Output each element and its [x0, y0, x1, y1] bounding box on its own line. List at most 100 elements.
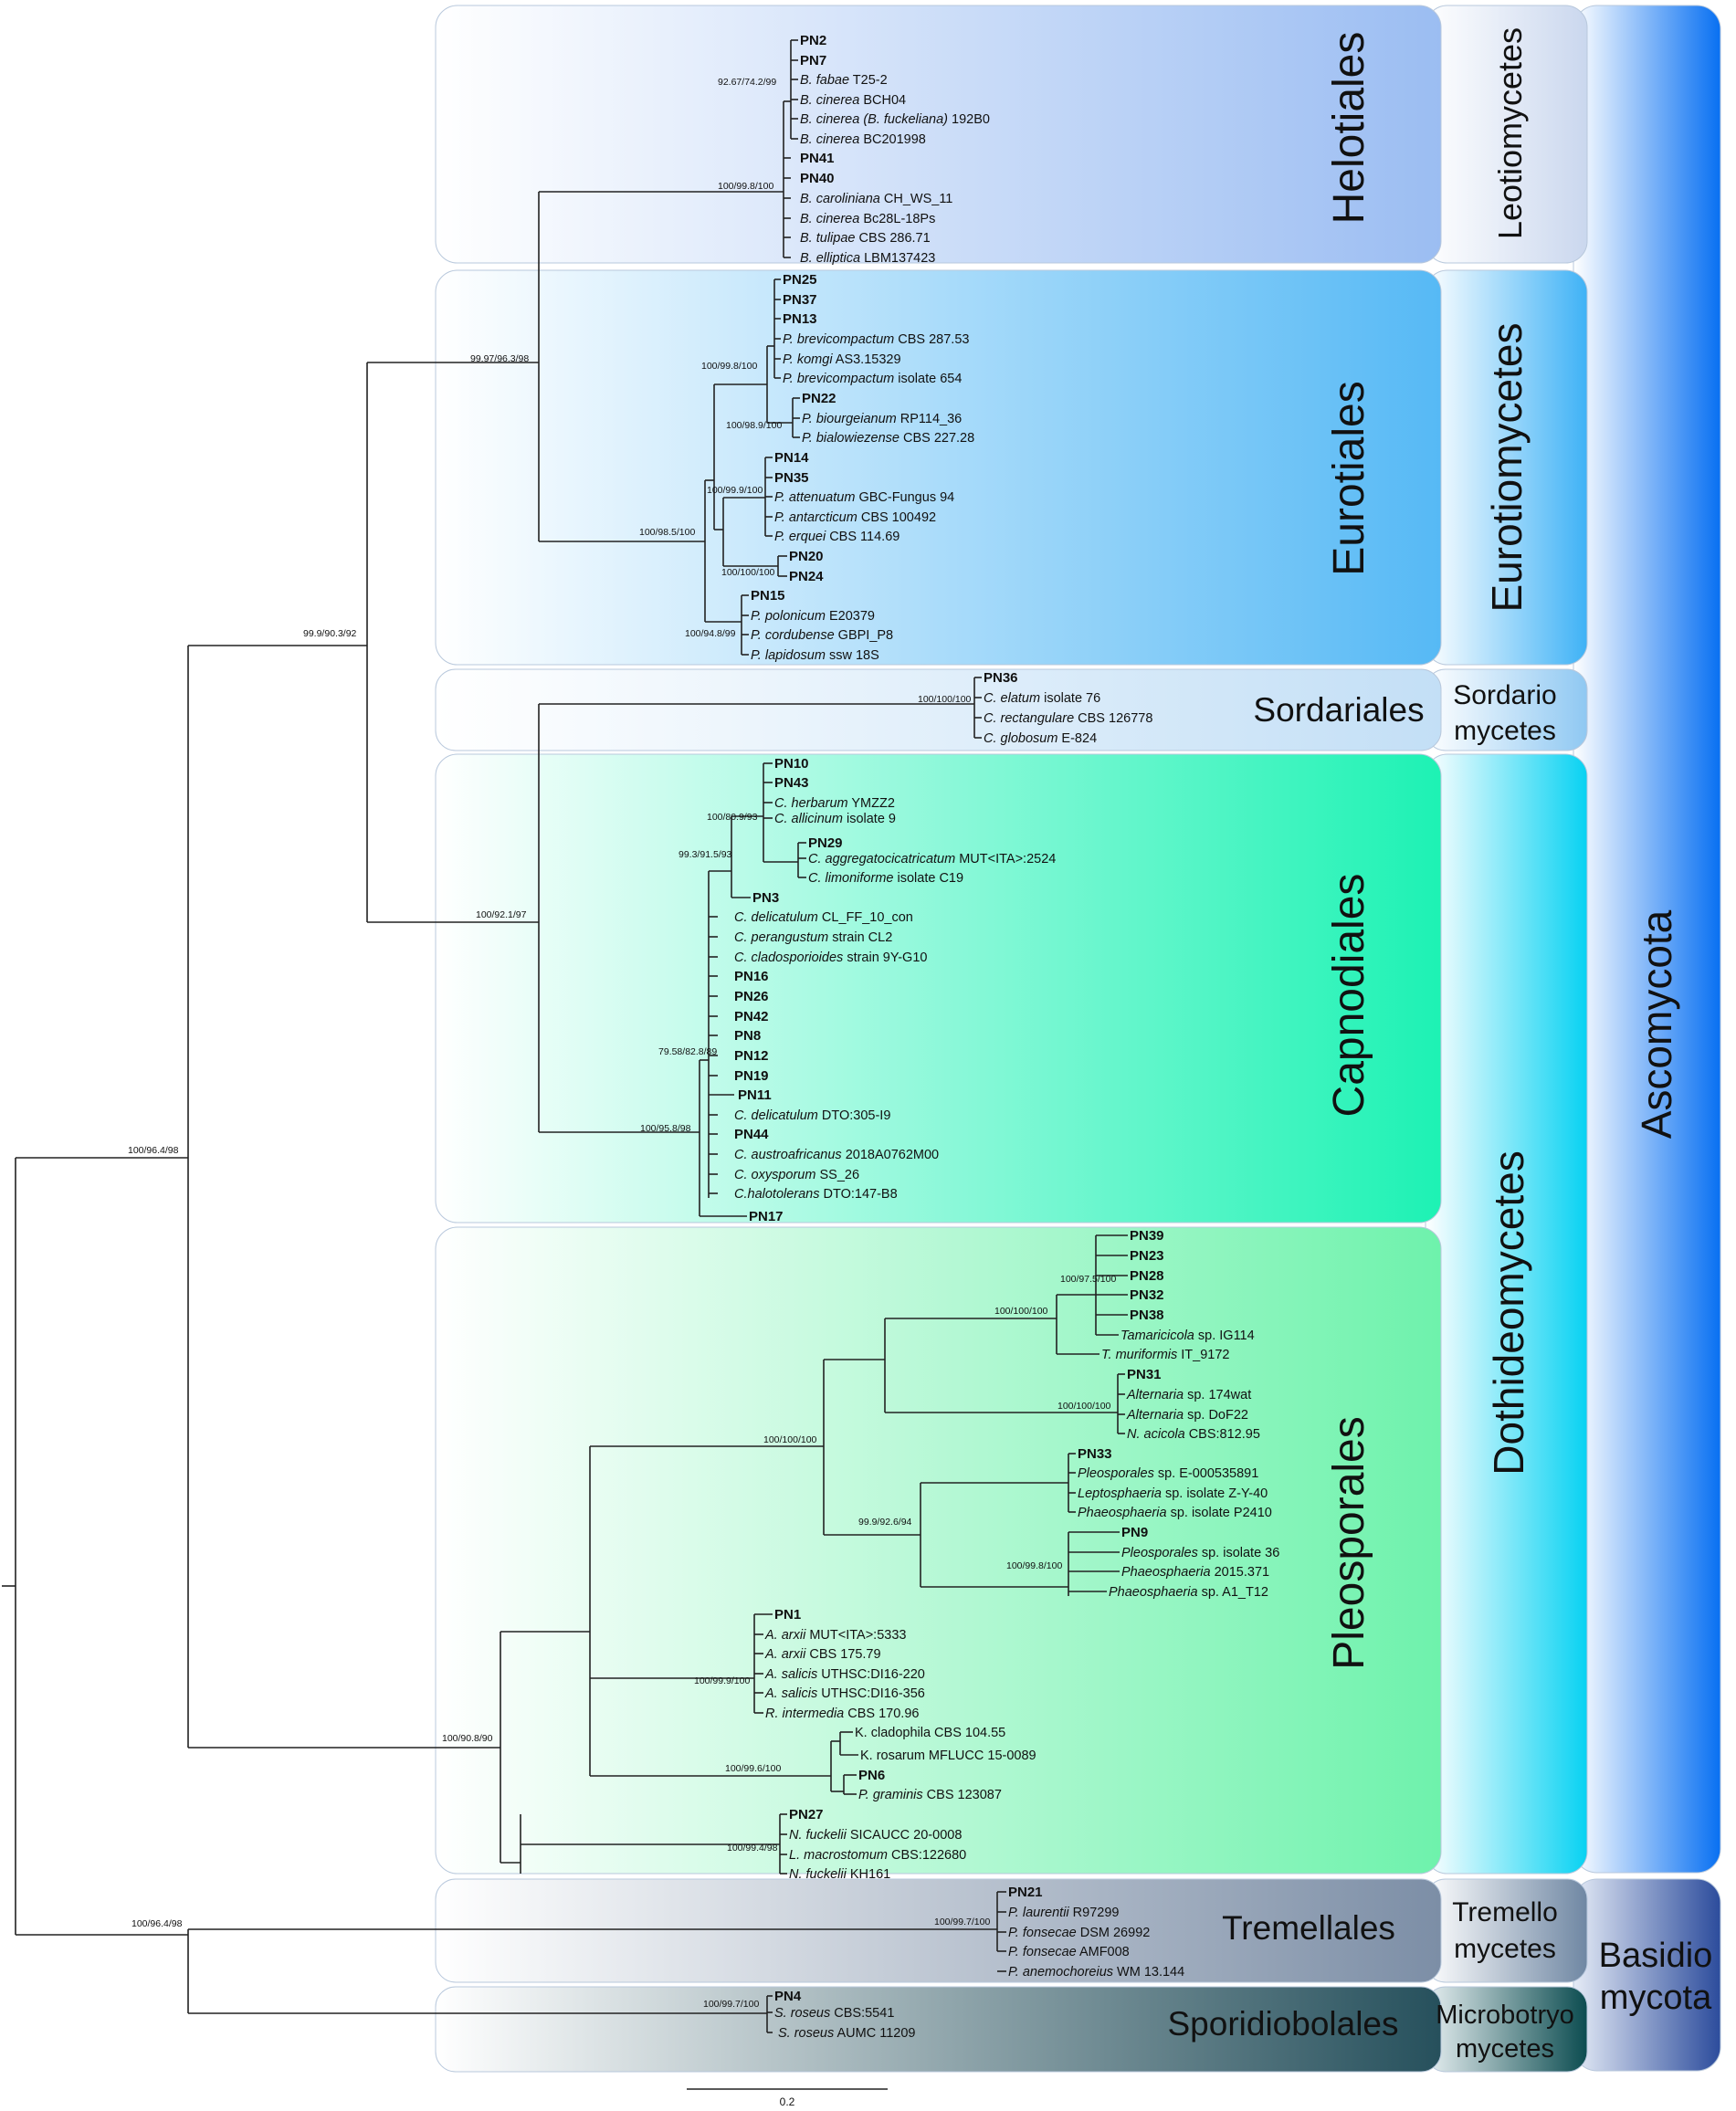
leaf-label: Phaeosphaeria 2015.371: [1121, 1565, 1269, 1580]
leaf-label: PN33: [1078, 1446, 1112, 1462]
leaf-label: PN25: [783, 272, 817, 288]
leaf-label: Phaeosphaeria sp. isolate P2410: [1078, 1506, 1272, 1520]
leaf-label: PN39: [1130, 1228, 1164, 1244]
leaf-label: C. rectangulare CBS 126778: [984, 711, 1152, 726]
support-value: 100/99.8/100: [718, 181, 773, 192]
scale-bar-label: 0.2: [780, 2095, 795, 2108]
leaf-label: PN2: [800, 33, 826, 48]
leaf-label: N. fuckelii SICAUCC 20-0008: [789, 1828, 962, 1843]
leaf-label: C. austroafricanus 2018A0762M00: [734, 1148, 939, 1162]
leaf-label: PN20: [789, 549, 824, 564]
support-value: 99.9/90.3/92: [303, 628, 357, 639]
leaf-label: B. cinerea (B. fuckeliana) 192B0: [800, 112, 990, 127]
panel-order-sporidiobolales: [435, 1986, 1442, 2073]
leaf-label: PN11: [738, 1087, 772, 1103]
support-value: 100/98.9/100: [726, 420, 782, 431]
class-label-eurotiomycetes: Eurotiomycetes: [1483, 322, 1531, 612]
support-value: 100/98.5/100: [639, 527, 695, 538]
leaf-label: A. arxii MUT<ITA>:5333: [764, 1628, 906, 1643]
leaf-label: P. lapidosum ssw 18S: [751, 648, 879, 663]
leaf-label: A. arxii CBS 175.79: [764, 1647, 881, 1662]
support-value: 79.58/82.8/89: [658, 1046, 717, 1057]
leaf-label: P. graminis CBS 123087: [858, 1788, 1002, 1802]
leaf-label: P. polonicum E20379: [751, 609, 875, 624]
order-label-sordariales: Sordariales: [1253, 691, 1424, 729]
support-value: 100/99.7/100: [703, 1999, 759, 2010]
leaf-label: B. cinerea BC201998: [800, 132, 926, 147]
leaf-label: PN10: [774, 756, 809, 772]
panel-order-tremellales: [435, 1878, 1442, 1983]
leaf-label: T. muriformis IT_9172: [1101, 1348, 1230, 1362]
support-value: 100/95.8/98: [640, 1123, 691, 1134]
panel-phylum-basidiomycota: [1573, 1878, 1721, 2072]
leaf-label: P. cordubense GBPI_P8: [751, 628, 893, 643]
support-value: 100/100/100: [763, 1434, 817, 1445]
support-value: 99.97/96.3/98: [470, 353, 529, 364]
leaf-label: P. bialowiezense CBS 227.28: [802, 431, 974, 446]
support-value: 100/90.8/90: [442, 1733, 493, 1744]
panel-order-pleosporales: [435, 1226, 1442, 1875]
class-label-microbotryomycetes-line2: mycetes: [1456, 2034, 1554, 2064]
leaf-label: PN14: [774, 450, 809, 466]
leaf-label: PN28: [1130, 1268, 1164, 1284]
panel-order-capnodiales: [435, 753, 1442, 1224]
leaf-label: P. fonsecae AMF008: [1008, 1945, 1130, 1959]
leaf-label: S. roseus CBS:5541: [774, 2006, 894, 2021]
leaf-label: PN44: [734, 1127, 769, 1142]
leaf-label: Alternaria sp. 174wat: [1126, 1388, 1251, 1402]
leaf-label: Pleosporales sp. E-000535891: [1078, 1466, 1258, 1481]
leaf-label: PN12: [734, 1048, 769, 1064]
support-value: 92.67/74.2/99: [718, 77, 776, 88]
class-label-sordariomycetes-line2: mycetes: [1454, 716, 1556, 746]
leaf-label: P. brevicompactum isolate 654: [783, 372, 962, 386]
class-label-sordariomycetes-line1: Sordario: [1453, 680, 1556, 710]
leaf-label: PN32: [1130, 1287, 1164, 1303]
leaf-label: PN9: [1121, 1525, 1148, 1540]
leaf-label: Leptosphaeria sp. isolate Z-Y-40: [1078, 1486, 1268, 1501]
leaf-label: B. elliptica LBM137423: [800, 251, 935, 266]
scale-bar: 0.2: [687, 2088, 888, 2108]
leaf-label: P. brevicompactum CBS 287.53: [783, 332, 969, 347]
phylum-label-basidiomycota-line1: Basidio: [1599, 1937, 1713, 1975]
support-value: 100/80.9/93: [707, 812, 758, 823]
leaf-label: N. acicola CBS:812.95: [1127, 1427, 1260, 1442]
panel-order-sordariales: [435, 668, 1442, 751]
leaf-label: A. salicis UTHSC:DI16-220: [764, 1667, 925, 1682]
panel-order-helotiales: [435, 5, 1442, 264]
leaf-label: K. cladophila CBS 104.55: [855, 1726, 1005, 1740]
tree-branches: [2, 39, 1128, 2033]
leaf-label: PN37: [783, 292, 817, 308]
order-label-eurotiales: Eurotiales: [1325, 381, 1373, 575]
class-label-microbotryomycetes-line1: Microbotryo: [1436, 2001, 1574, 2030]
support-value: 100/100/100: [918, 694, 972, 705]
leaf-label: B. fabae T25-2: [800, 73, 888, 88]
leaf-label: B. caroliniana CH_WS_11: [800, 192, 952, 206]
class-label-leotiomycetes: Leotiomycetes: [1491, 27, 1529, 239]
leaf-label: C. perangustum strain CL2: [734, 930, 892, 945]
leaf-label: PN19: [734, 1068, 769, 1084]
leaf-label: C. cladosporioides strain 9Y-G10: [734, 950, 927, 965]
support-value: 100/99.8/100: [1006, 1560, 1062, 1571]
panel-class-tremellomycetes: [1425, 1878, 1588, 1983]
leaf-label: C. elatum isolate 76: [984, 691, 1100, 706]
support-value: 100/94.8/99: [685, 628, 736, 639]
order-label-sporidiobolales: Sporidiobolales: [1167, 2005, 1398, 2043]
leaf-label: C. globosum E-824: [984, 731, 1097, 746]
support-value: 100/99.4/98: [727, 1843, 778, 1854]
support-values: 92.67/74.2/99 100/99.8/100 99.97/96.3/98…: [128, 77, 1116, 2010]
support-value: 99.9/92.6/94: [858, 1517, 912, 1528]
panel-order-eurotiales: [435, 269, 1442, 666]
leaf-label: P. erquei CBS 114.69: [774, 530, 900, 544]
leaf-label: C. aggregatocicatricatum MUT<ITA>:2524: [808, 852, 1056, 866]
class-label-dothideomycetes: Dothideomycetes: [1485, 1150, 1532, 1475]
leaf-label: B. cinerea Bc28L-18Ps: [800, 212, 935, 226]
phylum-label-ascomycota: Ascomycota: [1633, 909, 1680, 1139]
leaf-label: PN3: [752, 890, 779, 906]
leaf-label: C. allicinum isolate 9: [774, 812, 896, 826]
leaf-label: R. intermedia CBS 170.96: [765, 1707, 919, 1721]
leaf-label: Pleosporales sp. isolate 36: [1121, 1546, 1279, 1560]
support-value: 100/100/100: [1057, 1401, 1111, 1412]
leaf-label: P. komgi AS3.15329: [783, 352, 901, 367]
leaf-label: C. delicatulum DTO:305-I9: [734, 1108, 890, 1123]
support-value: 100/96.4/98: [132, 1918, 183, 1929]
